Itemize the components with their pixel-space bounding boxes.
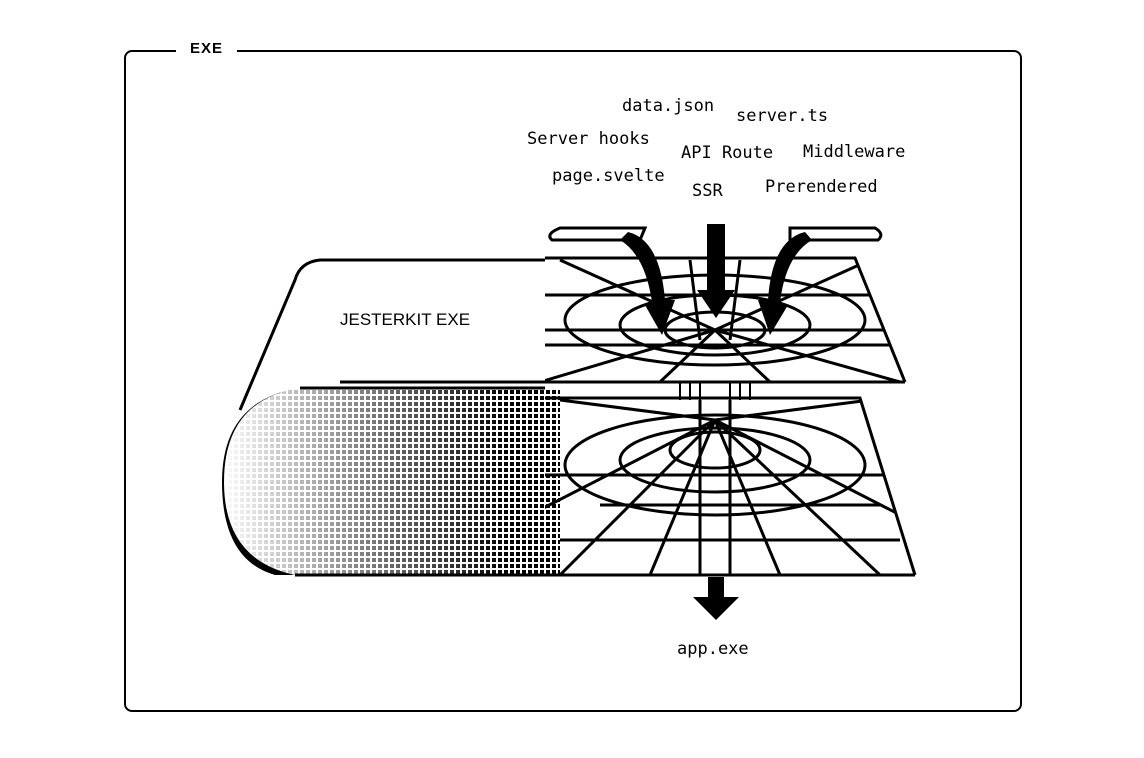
input-label-ssr: SSR: [692, 181, 723, 201]
left-arrow-icon: [620, 232, 675, 335]
input-label-server-ts: server.ts: [736, 106, 829, 126]
input-arrows: [620, 224, 812, 620]
input-label-data-json: data.json: [622, 96, 715, 116]
input-label-page-svelte: page.svelte: [552, 166, 665, 186]
output-arrow-icon: [693, 577, 739, 620]
right-arrow-icon: [758, 232, 812, 335]
output-label: app.exe: [677, 639, 749, 659]
input-label-prerendered: Prerendered: [765, 177, 878, 197]
input-label-middleware: Middleware: [803, 142, 906, 162]
input-label-api-route: API Route: [681, 143, 774, 163]
exe-frame: [124, 50, 1022, 712]
input-label-server-hooks: Server hooks: [527, 129, 650, 149]
right-input-tray: [788, 226, 883, 242]
product-label: JESTERKIT EXE: [340, 310, 471, 329]
frame-title: EXE: [176, 40, 238, 57]
upper-sheet: [238, 258, 545, 411]
center-arrow-icon: [697, 224, 735, 318]
